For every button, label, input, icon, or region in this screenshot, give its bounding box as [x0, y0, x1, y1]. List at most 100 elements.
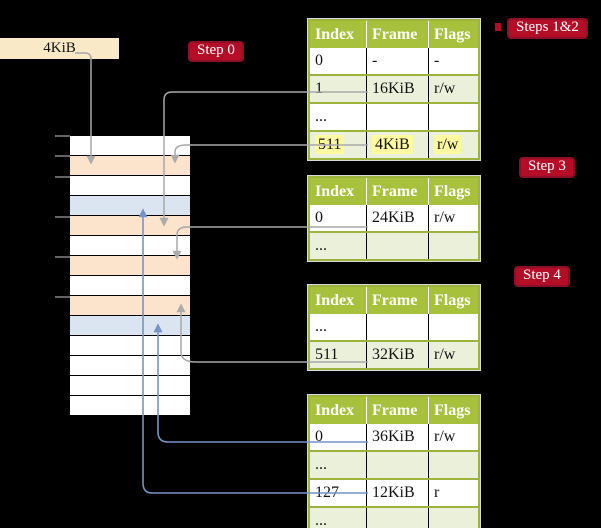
highlighted-value: 511 — [315, 135, 345, 154]
memory-frame-row — [70, 296, 190, 315]
cell-flags: r/w — [428, 342, 478, 368]
cell-index: ... — [315, 512, 327, 528]
column-header-flags: Flags — [428, 21, 478, 48]
column-header-frame: Frame — [366, 287, 428, 314]
cell-flags: r — [428, 480, 478, 506]
badge-step-3: Step 3 — [519, 157, 575, 178]
memory-frame-row — [70, 396, 190, 415]
cell-index: 1 — [315, 80, 323, 97]
cell-frame: 32KiB — [366, 342, 428, 368]
table-body: 0 36KiB r/w ... 127 12KiB r ... — [310, 424, 478, 528]
memory-frame-row — [70, 216, 190, 235]
cell-frame: 16KiB — [366, 76, 428, 102]
badge-step-4: Step 4 — [514, 266, 570, 287]
cell-flags: - — [428, 48, 478, 74]
table-row: ... — [310, 314, 478, 340]
highlighted-value: r/w — [434, 135, 462, 154]
table-row: ... — [310, 506, 478, 528]
memory-frame-row — [70, 256, 190, 275]
memory-frame-row — [70, 356, 190, 375]
column-header-flags: Flags — [428, 178, 478, 205]
cell-index: ... — [315, 318, 327, 335]
highlighted-value: 4KiB — [372, 135, 413, 154]
memory-frame-row — [70, 376, 190, 395]
cell-flags: r/w — [428, 132, 478, 158]
table-row: 127 12KiB r — [310, 478, 478, 506]
cell-index: 511 — [315, 346, 339, 363]
cell-index: ... — [315, 237, 327, 254]
table-row-highlighted: 511 4KiB r/w — [310, 130, 478, 158]
column-header-frame: Frame — [366, 397, 428, 424]
cell-index: ... — [315, 108, 327, 125]
badge-callout-dash — [495, 23, 501, 31]
badge-steps-1-2-label: Steps 1&2 — [516, 19, 579, 35]
cell-flags — [428, 452, 478, 478]
physical-memory-column — [70, 136, 190, 416]
badge-step-4-label: Step 4 — [523, 267, 561, 283]
cell-flags: r/w — [428, 76, 478, 102]
table-row: ... — [310, 102, 478, 130]
cell-flags — [428, 314, 478, 340]
cell-frame: - — [366, 48, 428, 74]
cell-flags: r/w — [428, 424, 478, 450]
cell-frame — [366, 314, 428, 340]
column-header-index: Index — [315, 292, 355, 309]
cell-flags — [428, 508, 478, 528]
table-body: 0 24KiB r/w ... — [310, 205, 478, 259]
memory-frame-row — [70, 176, 190, 195]
column-header-flags: Flags — [428, 287, 478, 314]
cell-flags — [428, 233, 478, 259]
cell-index: 127 — [315, 484, 339, 501]
column-header-frame: Frame — [366, 21, 428, 48]
memory-frame-row — [70, 156, 190, 175]
page-table-level3: Index Frame Flags ... 511 32KiB r/w — [308, 285, 480, 370]
page-table-level4: Index Frame Flags 0 36KiB r/w ... 127 12… — [308, 395, 480, 528]
table-row: 0 - - — [310, 48, 478, 74]
memory-address-ticks — [55, 135, 70, 298]
table-row: ... — [310, 231, 478, 259]
memory-frame-row — [70, 236, 190, 255]
table-header-row: Index Frame Flags — [310, 287, 478, 314]
badge-step-3-label: Step 3 — [528, 158, 566, 174]
badge-step-0: Step 0 — [188, 41, 244, 62]
column-header-frame: Frame — [366, 178, 428, 205]
cell-frame: 24KiB — [366, 205, 428, 231]
cell-frame: 4KiB — [366, 132, 428, 158]
page-table-base-box: 4KiB — [0, 38, 119, 59]
memory-frame-row — [70, 316, 190, 335]
table-header-row: Index Frame Flags — [310, 178, 478, 205]
cell-index: ... — [315, 456, 327, 473]
cell-index: 511 — [310, 132, 366, 158]
page-table-base-label: 4KiB — [43, 40, 76, 56]
memory-frame-row — [70, 136, 190, 155]
cell-flags — [428, 104, 478, 130]
memory-frame-row — [70, 336, 190, 355]
cell-frame — [366, 452, 428, 478]
column-header-flags: Flags — [428, 397, 478, 424]
cell-frame — [366, 508, 428, 528]
cell-frame: 12KiB — [366, 480, 428, 506]
column-header-index: Index — [315, 402, 355, 419]
table-header-row: Index Frame Flags — [310, 21, 478, 48]
cell-frame — [366, 233, 428, 259]
table-body: 0 - - 1 16KiB r/w ... 511 4KiB r/w — [310, 48, 478, 158]
column-header-index: Index — [315, 183, 355, 200]
table-header-row: Index Frame Flags — [310, 397, 478, 424]
cell-index: 0 — [315, 428, 323, 445]
cell-flags: r/w — [428, 205, 478, 231]
cell-index: 0 — [315, 52, 323, 69]
badge-steps-1-2: Steps 1&2 — [507, 18, 588, 39]
table-row: 1 16KiB r/w — [310, 74, 478, 102]
table-row: 511 32KiB r/w — [310, 340, 478, 368]
page-table-level2: Index Frame Flags 0 24KiB r/w ... — [308, 176, 480, 261]
memory-frame-row — [70, 196, 190, 215]
table-row: 0 24KiB r/w — [310, 205, 478, 231]
column-header-index: Index — [315, 26, 355, 43]
table-row: 0 36KiB r/w — [310, 424, 478, 450]
cell-frame — [366, 104, 428, 130]
cell-frame: 36KiB — [366, 424, 428, 450]
table-body: ... 511 32KiB r/w — [310, 314, 478, 368]
badge-step-0-label: Step 0 — [197, 42, 235, 58]
memory-frame-row — [70, 276, 190, 295]
